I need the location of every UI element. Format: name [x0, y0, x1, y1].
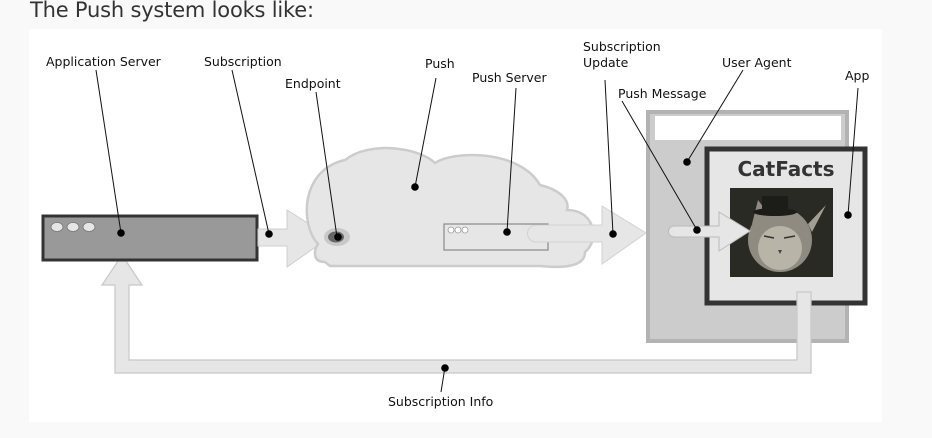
marker-dot [844, 211, 852, 219]
subscription-update-arrow [527, 205, 647, 265]
marker-dot [693, 226, 701, 234]
leader-user-agent [686, 69, 744, 163]
subscription-arrow [257, 209, 331, 268]
label-user-agent: User Agent [722, 55, 792, 70]
leader-app [847, 87, 859, 216]
leader-push-message [621, 100, 698, 231]
label-subscription-update-line2: Update [583, 55, 629, 70]
label-subscription: Subscription [204, 54, 282, 69]
app-title: CatFacts [737, 157, 834, 181]
label-endpoint: Endpoint [285, 76, 341, 91]
server-light-icon [447, 226, 455, 234]
leader-subscription-update [604, 79, 614, 235]
server-light-icon [66, 222, 80, 232]
server-light-icon [461, 226, 469, 234]
marker-dot [683, 158, 691, 166]
leader-push [414, 77, 437, 188]
label-subscription-update-line1: Subscription [583, 39, 661, 54]
label-application-server: Application Server [46, 54, 162, 69]
label-push: Push [425, 56, 455, 71]
leader-subscription [231, 69, 270, 235]
subscription-info-stub [797, 292, 811, 362]
marker-dot [411, 183, 419, 191]
marker-dot [503, 228, 511, 236]
marker-dot [334, 233, 342, 241]
leader-application-server [95, 69, 122, 234]
page-heading: The Push system looks like: [30, 0, 314, 22]
server-light-icon [454, 226, 462, 234]
leader-endpoint [315, 91, 338, 238]
push-message-arrow [668, 211, 751, 252]
marker-dot [441, 364, 449, 372]
marker-dot [117, 229, 125, 237]
cat-photo [730, 188, 833, 277]
leader-push-server [506, 87, 517, 233]
label-app: App [845, 68, 869, 83]
application-server [41, 214, 259, 262]
server-light-icon [82, 222, 96, 232]
label-subscription-info: Subscription Info [388, 394, 493, 409]
server-light-icon [50, 222, 64, 232]
label-push-message: Push Message [618, 86, 707, 101]
label-push-server: Push Server [472, 70, 548, 85]
marker-dot [609, 230, 617, 238]
marker-dot [265, 230, 273, 238]
user-agent-address-bar [655, 116, 841, 140]
